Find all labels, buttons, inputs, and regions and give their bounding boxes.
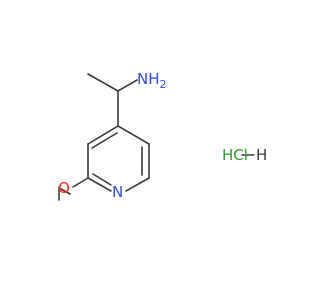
hcl-label: HCl xyxy=(222,146,248,164)
bond-methyl xyxy=(87,73,119,92)
ring-bond-c4-c3-double xyxy=(91,132,118,149)
structure-canvas: NH2 N O HCl H xyxy=(58,70,267,201)
bond-c2-o xyxy=(72,177,89,188)
ring-bond-n-c6 xyxy=(125,177,150,192)
bond-amine xyxy=(117,79,138,92)
molecule-drawing: NH2 N O HCl H xyxy=(58,70,267,201)
ring-bond-c2-n xyxy=(87,177,112,192)
amine-label: NH2 xyxy=(137,70,167,91)
ring-nitrogen-label: N xyxy=(112,183,123,201)
bonds xyxy=(58,73,255,201)
ether-oxygen-label: O xyxy=(58,179,70,197)
bond-o-methyl-b xyxy=(60,188,71,195)
hydrogen-label: H xyxy=(256,146,267,164)
ring-bond-c5-c4 xyxy=(117,125,150,145)
atom-labels: NH2 N O HCl H xyxy=(58,70,267,201)
ring-bond-c4-c3 xyxy=(87,125,119,145)
ring-bond-c2-n-double xyxy=(92,173,112,186)
